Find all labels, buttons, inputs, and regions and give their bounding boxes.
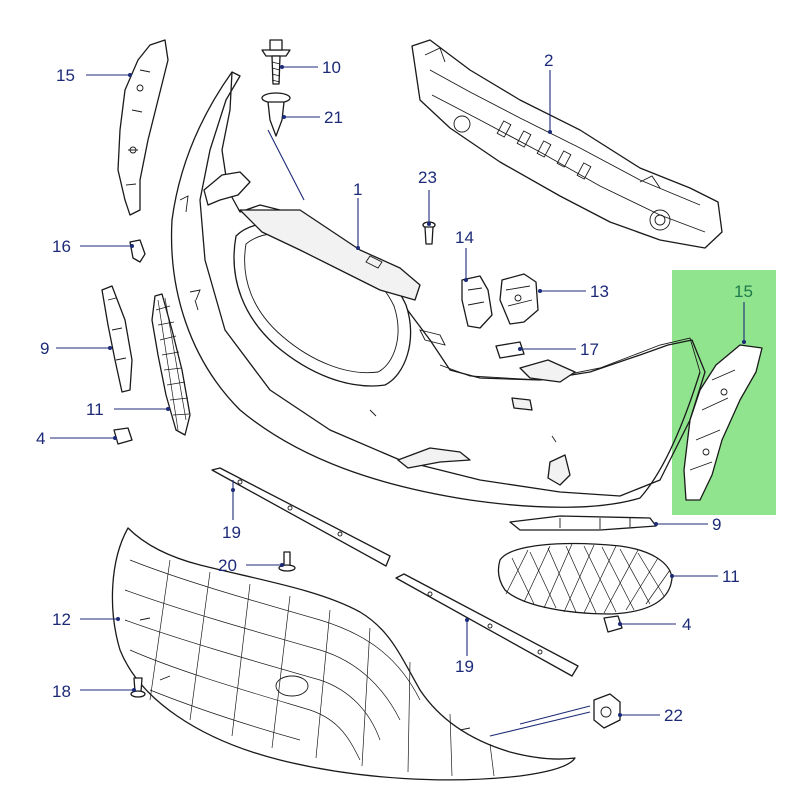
part-13-bracket[interactable] <box>499 273 539 325</box>
callout-15-left: 15 <box>56 66 75 85</box>
callout-9-right: 9 <box>712 515 721 534</box>
callout-11-left: 11 <box>86 400 104 419</box>
callout-21: 21 <box>324 108 343 127</box>
part-16-small-bracket[interactable] <box>129 239 146 263</box>
part-9-left-trim[interactable] <box>101 285 133 393</box>
part-21-clip[interactable] <box>261 92 291 137</box>
callout-16: 16 <box>52 237 71 256</box>
callout-20: 20 <box>218 556 237 575</box>
part-10-bolt[interactable] <box>261 39 291 85</box>
callout-23: 23 <box>418 168 437 187</box>
part-15-right-bracket[interactable] <box>683 344 763 501</box>
part-20-bolt[interactable] <box>278 551 296 572</box>
callout-19-upper: 19 <box>222 523 241 542</box>
callout-10: 10 <box>322 58 341 77</box>
callout-4-right: 4 <box>682 615 691 634</box>
leader-lines <box>50 65 746 737</box>
callout-11-right: 11 <box>722 567 740 586</box>
part-4-right-clip[interactable] <box>603 615 623 633</box>
callout-19-lower: 19 <box>455 657 474 676</box>
part-11-right-grille[interactable] <box>497 542 673 615</box>
part-19-upper-strip[interactable] <box>211 467 391 567</box>
part-19-lower-strip[interactable] <box>395 573 579 677</box>
callout-12: 12 <box>52 610 71 629</box>
callout-17: 17 <box>580 340 599 359</box>
part-11-left-grille[interactable] <box>151 293 191 436</box>
callout-9-left: 9 <box>40 339 49 358</box>
callout-1: 1 <box>353 180 362 199</box>
callout-14: 14 <box>455 228 474 247</box>
part-17-cap[interactable] <box>495 341 525 359</box>
part-14-bracket[interactable] <box>461 275 493 329</box>
part-22-sensor[interactable] <box>593 693 621 729</box>
part-1-bumper-cover[interactable] <box>170 71 706 508</box>
part-15-left-bracket[interactable] <box>117 39 169 216</box>
part-9-right-trim[interactable] <box>509 515 657 531</box>
callout-2: 2 <box>544 51 553 70</box>
callout-18: 18 <box>52 682 71 701</box>
part-4-left-clip[interactable] <box>113 427 133 445</box>
part-18-pin[interactable] <box>130 677 146 698</box>
part-2-reinforcement-beam[interactable] <box>411 39 723 249</box>
callout-labels: 15 10 21 2 1 23 16 14 13 9 17 15 11 4 19… <box>36 51 753 725</box>
callout-22: 22 <box>664 706 683 725</box>
callout-4-left: 4 <box>36 429 45 448</box>
part-12-undertray[interactable] <box>111 527 576 781</box>
callout-13: 13 <box>590 282 609 301</box>
callout-15-right: 15 <box>734 282 753 301</box>
